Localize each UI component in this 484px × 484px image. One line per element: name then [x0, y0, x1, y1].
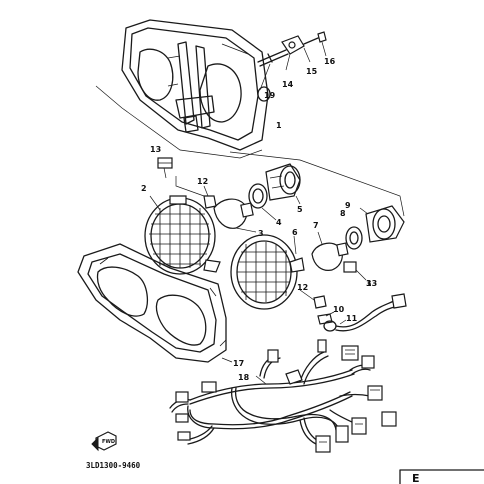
callout-16: 16	[324, 57, 336, 66]
callout-5: 5	[297, 205, 303, 214]
wire-harness	[169, 339, 397, 453]
right-socket-ring	[345, 226, 363, 250]
callout-15: 15	[306, 67, 318, 76]
callout-3b: 3	[366, 279, 372, 288]
callout-12a: 12	[197, 177, 208, 186]
right-bulb-cover	[359, 205, 405, 243]
socket-12-upper	[203, 185, 217, 209]
callout-1: 1	[276, 121, 282, 130]
left-bulb	[213, 198, 257, 233]
right-headlight-lens	[230, 234, 305, 310]
callout-17: 17	[233, 359, 244, 368]
right-bulb	[311, 231, 349, 271]
corner-letter-box: E	[399, 469, 484, 484]
callout-7: 7	[313, 221, 319, 230]
housing-reference-outline	[95, 85, 263, 159]
callout-13b: 13	[366, 279, 377, 288]
document-number: 3LD1300-9460	[86, 461, 141, 470]
callout-2: 2	[141, 184, 147, 193]
callout-8: 8	[340, 209, 346, 218]
callout-3a: 3	[258, 229, 264, 238]
forward-direction-marker: FWD	[91, 431, 117, 452]
callout-labels: 1 2 3 3 4 5 6 7 8 9 10 11 12 12 13 13 14…	[141, 57, 377, 382]
pilot-lamp-parts	[299, 289, 407, 332]
callout-11: 11	[346, 314, 358, 323]
callout-19: 19	[264, 91, 276, 100]
forward-marker-label: FWD	[102, 439, 115, 445]
left-headlight-lens	[144, 195, 221, 275]
corner-letter: E	[412, 472, 420, 484]
callout-13a: 13	[150, 145, 161, 154]
callout-4: 4	[276, 218, 282, 227]
headlight-frame	[77, 243, 233, 363]
callout-14: 14	[282, 80, 294, 89]
left-socket-ring	[248, 183, 277, 221]
adjuster-hardware	[257, 31, 327, 91]
callout-9: 9	[345, 201, 351, 210]
callout-12b: 12	[297, 283, 308, 292]
alignment-line-upper	[229, 151, 405, 217]
connector-13-upper	[157, 157, 205, 197]
connector-13-right	[343, 261, 367, 281]
callout-6: 6	[292, 228, 298, 237]
headlight-housing	[121, 19, 271, 151]
left-bulb-cover	[265, 163, 301, 205]
callout-10: 10	[333, 305, 345, 314]
callout-18: 18	[238, 373, 250, 382]
